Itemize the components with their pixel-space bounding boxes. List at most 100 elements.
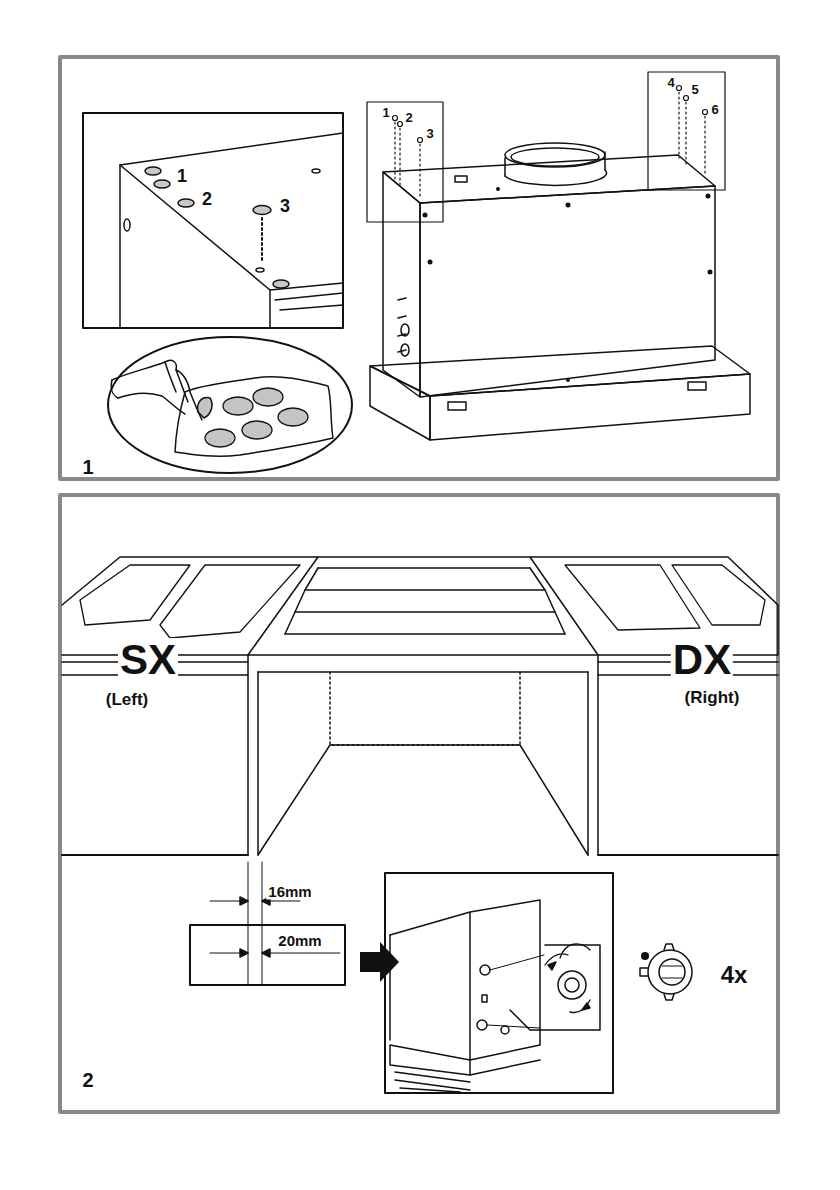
dimension-detail-part: [360, 942, 399, 982]
callout-number: 2: [403, 110, 414, 125]
clip-icon-part: [648, 950, 692, 994]
kitchen-cabinets-part: [318, 556, 530, 558]
callout-frame: [367, 72, 725, 222]
callout-frame-part: [648, 72, 725, 190]
callout-number: 4: [665, 75, 676, 90]
sticker-sheet-inset: [108, 337, 352, 473]
range-hood-part: [455, 176, 467, 182]
mounting-detail-part: [545, 954, 568, 965]
sticker-sheet-inset-part: [108, 337, 352, 473]
detail-inset-part: [83, 113, 343, 328]
panel-frame-part: [60, 495, 778, 1112]
dimension-label: 16mm: [266, 883, 313, 900]
callout-number: 5: [689, 82, 700, 97]
mounting-detail-part: [395, 1072, 470, 1092]
sticker-sheet-inset-part-part: [253, 388, 283, 406]
mounting-detail-part: [558, 971, 586, 999]
callout-number: 3: [424, 126, 435, 141]
panel-number: 2: [80, 1069, 95, 1091]
kitchen-cabinets-part: [62, 557, 318, 655]
hole-marker: [393, 86, 708, 197]
sticker-sheet-inset-part: [111, 380, 118, 398]
hole-marker-part: [418, 138, 423, 143]
hole-marker-part: [703, 110, 708, 115]
callout-frame-part: [367, 102, 443, 222]
clip-icon-part: [664, 944, 674, 950]
clip-icon-part: [659, 959, 685, 985]
range-hood-part: [505, 170, 607, 185]
range-hood-part: [423, 187, 713, 382]
detail-inset-part: [275, 293, 343, 300]
side-label: DX: [671, 638, 733, 682]
range-hood-part-part: [496, 187, 500, 191]
hole-marker-part-part: [399, 128, 400, 186]
clip-icon-part: [641, 952, 649, 960]
mounting-detail-part: [385, 873, 613, 1093]
range-hood: [370, 143, 750, 440]
range-hood-part-part: [566, 378, 570, 382]
clip-icon-part: [664, 994, 674, 1000]
sticker-sheet-inset-part: [205, 388, 308, 447]
panel-number: 1: [80, 456, 95, 478]
range-hood-part: [430, 374, 750, 440]
dimension-label: 20mm: [276, 932, 323, 949]
hole-marker-part: [393, 116, 398, 121]
kitchen-cabinets-part: [285, 568, 565, 634]
range-hood-part-part: [706, 194, 711, 199]
sticker-sheet-inset-part-part: [278, 408, 308, 426]
hole-marker-part-part: [678, 92, 679, 158]
mounting-detail-part: [487, 955, 544, 1028]
dimension-detail-part: [190, 925, 345, 985]
range-hood-part: [511, 148, 599, 166]
mounting-detail-part: [480, 965, 490, 975]
dimension-detail-part: [240, 949, 270, 957]
side-label: (Left): [104, 690, 150, 709]
kitchen-cabinets-part: [80, 565, 300, 638]
sticker-sheet-inset-part: [118, 393, 185, 414]
dimension-detail-part: [210, 901, 300, 902]
mounting-detail-part: [482, 995, 487, 1002]
mounting-detail-part: [477, 1020, 487, 1030]
mounting-detail-part: [390, 900, 540, 1060]
callout-number: 1: [175, 166, 189, 186]
mounting-detail: [385, 873, 613, 1093]
detail-inset-part: [269, 290, 271, 328]
dimension-detail-part: [248, 862, 262, 985]
hole-marker-part-part: [419, 144, 420, 196]
clip-icon-part: [640, 968, 648, 976]
kitchen-cabinets-part: [248, 655, 598, 672]
range-hood-part: [505, 143, 605, 167]
kitchen-cabinets: [62, 557, 778, 855]
mounting-detail-part: [565, 978, 579, 992]
sticker-sheet-inset-part-part: [223, 397, 253, 415]
sticker-sheet-inset-part: [165, 362, 176, 392]
range-hood-part: [420, 186, 715, 397]
detail-inset-part-part: [253, 206, 271, 215]
detail-inset-part: [119, 165, 121, 328]
sticker-sheet-inset-part: [112, 360, 202, 420]
mounting-detail-part: [470, 1060, 540, 1075]
mounting-detail-part: [389, 935, 391, 1040]
sticker-sheet-inset-part: [175, 377, 333, 457]
sticker-sheet-inset-part: [176, 370, 188, 402]
range-hood-part: [370, 346, 750, 396]
dimension-detail-part: [210, 953, 340, 954]
hole-marker-part-part: [685, 102, 686, 164]
hole-marker-part: [677, 86, 682, 91]
mounting-detail-part: [510, 945, 600, 1030]
hole-marker-part: [684, 96, 689, 101]
range-hood-part: [448, 402, 466, 410]
mounting-detail-part: [390, 1045, 470, 1075]
hole-marker-part-part: [394, 122, 395, 182]
detail-inset-part: [124, 219, 130, 231]
kitchen-cabinets-part: [62, 854, 778, 856]
panel-frame-part: [60, 57, 778, 479]
range-hood-part: [688, 382, 706, 390]
detail-inset-part-part: [154, 180, 170, 188]
detail-inset-part: [145, 167, 289, 288]
kitchen-cabinets-part: [248, 655, 598, 855]
kitchen-cabinets-part: [530, 557, 778, 655]
hole-marker-part: [395, 92, 705, 196]
